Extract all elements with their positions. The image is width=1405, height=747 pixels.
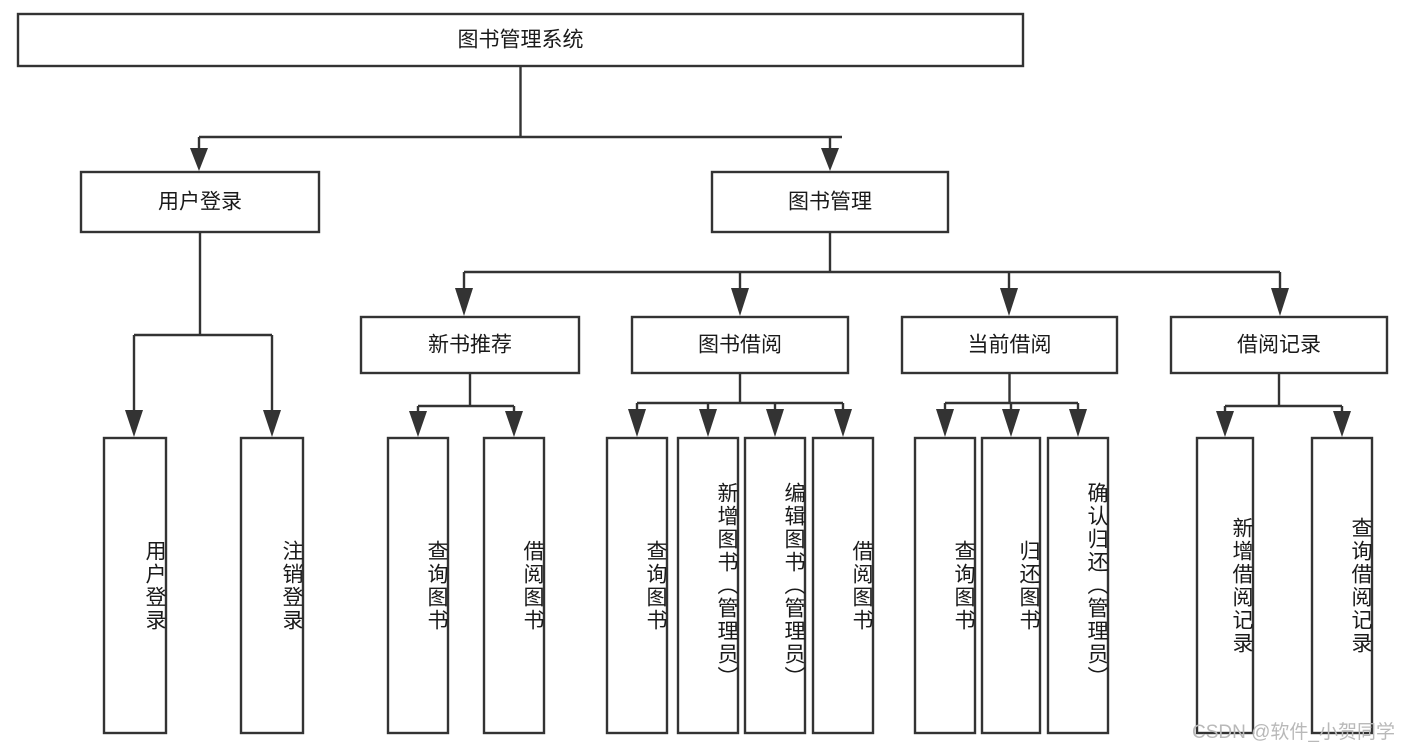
leaf-box[interactable]	[811, 436, 875, 735]
connector-book-borrow-to-leaves	[628, 373, 852, 437]
arrow-br-leaf2	[1333, 411, 1351, 437]
leaf-label: 用户登录	[143, 539, 166, 632]
leaf-box[interactable]	[743, 436, 807, 735]
leaf-box[interactable]	[980, 436, 1042, 735]
leaf-box[interactable]	[1195, 436, 1255, 735]
arrow-to-current-borrow	[1000, 288, 1018, 316]
leaf-label: 查询图书	[952, 539, 975, 632]
leaf-label: 查询借阅记录	[1349, 516, 1372, 655]
arrow-to-borrow-records	[1271, 288, 1289, 316]
arrow-cb-leaf1	[936, 409, 954, 437]
leaf-box[interactable]	[913, 436, 977, 735]
node-current-borrow[interactable]: 当前借阅	[900, 315, 1119, 375]
node-user-login[interactable]: 用户登录	[79, 170, 321, 234]
connector-new-book-rec-to-leaves	[409, 373, 523, 437]
arrow-br-leaf1	[1216, 411, 1234, 437]
leaf-box[interactable]	[386, 436, 450, 735]
leaf-label: 借阅图书	[850, 539, 873, 632]
leaf-box[interactable]	[676, 436, 740, 735]
arrow-bb-leaf2	[699, 409, 717, 437]
node-borrow-records[interactable]: 借阅记录	[1169, 315, 1389, 375]
leaf-label: 新增借阅记录	[1230, 516, 1253, 655]
arrow-cb-leaf2	[1002, 409, 1020, 437]
arrow-bb-leaf1	[628, 409, 646, 437]
arrow-user-login-leaf2	[263, 410, 281, 437]
book-borrow-label: 图书借阅	[698, 334, 782, 357]
arrow-bb-leaf3	[766, 409, 784, 437]
leaf-box[interactable]	[482, 436, 546, 735]
leaf-boxes	[102, 436, 1374, 735]
book-borrow-box[interactable]	[630, 315, 850, 375]
borrow-records-box[interactable]	[1169, 315, 1389, 375]
book-management-label: 图书管理	[788, 191, 872, 214]
leaf-label: 注销登录	[280, 539, 303, 632]
arrow-user-login-leaf1	[125, 410, 143, 437]
new-book-recommend-box[interactable]	[359, 315, 581, 375]
user-login-label: 用户登录	[158, 191, 242, 214]
node-book-management[interactable]: 图书管理	[710, 170, 950, 234]
root-box[interactable]	[16, 12, 1025, 68]
leaf-label: 归还图书	[1017, 539, 1040, 632]
arrow-to-book-borrow	[731, 288, 749, 316]
leaf-box[interactable]	[1310, 436, 1374, 735]
root-label: 图书管理系统	[458, 29, 584, 52]
node-root[interactable]: 图书管理系统	[16, 12, 1025, 68]
connector-root-to-level2	[190, 66, 842, 171]
node-book-borrow[interactable]: 图书借阅	[630, 315, 850, 375]
node-new-book-recommend[interactable]: 新书推荐	[359, 315, 581, 375]
leaf-label: 新增图书（管理员）	[715, 482, 738, 689]
leaf-box[interactable]	[239, 436, 305, 735]
leaf-box[interactable]	[102, 436, 168, 735]
book-management-box[interactable]	[710, 170, 950, 234]
leaf-label: 借阅图书	[521, 539, 544, 632]
leaf-label: 确认归还（管理员）	[1085, 482, 1108, 689]
user-login-box[interactable]	[79, 170, 321, 234]
connector-book-mgmt-to-level3	[455, 232, 1289, 316]
leaf-label: 查询图书	[644, 539, 667, 632]
arrow-to-user-login	[190, 148, 208, 171]
arrow-to-new-book-rec	[455, 288, 473, 316]
leaf-box[interactable]	[605, 436, 669, 735]
current-borrow-label: 当前借阅	[968, 334, 1052, 357]
leaf-label: 编辑图书（管理员）	[782, 482, 805, 689]
connector-borrow-records-to-leaves	[1216, 373, 1351, 437]
arrow-nbr-leaf2	[505, 411, 523, 437]
csdn-watermark: CSDN @软件_小贺同学	[1192, 722, 1395, 743]
leaf-label: 查询图书	[425, 539, 448, 632]
borrow-records-label: 借阅记录	[1237, 334, 1321, 357]
arrow-bb-leaf4	[834, 409, 852, 437]
leaf-box[interactable]	[1046, 436, 1110, 735]
arrow-cb-leaf3	[1069, 409, 1087, 437]
arrow-to-book-mgmt	[821, 148, 839, 171]
new-book-recommend-label: 新书推荐	[428, 334, 512, 357]
connector-user-login-to-leaves	[125, 232, 281, 437]
arrow-nbr-leaf1	[409, 411, 427, 437]
connector-current-borrow-to-leaves	[936, 373, 1087, 437]
